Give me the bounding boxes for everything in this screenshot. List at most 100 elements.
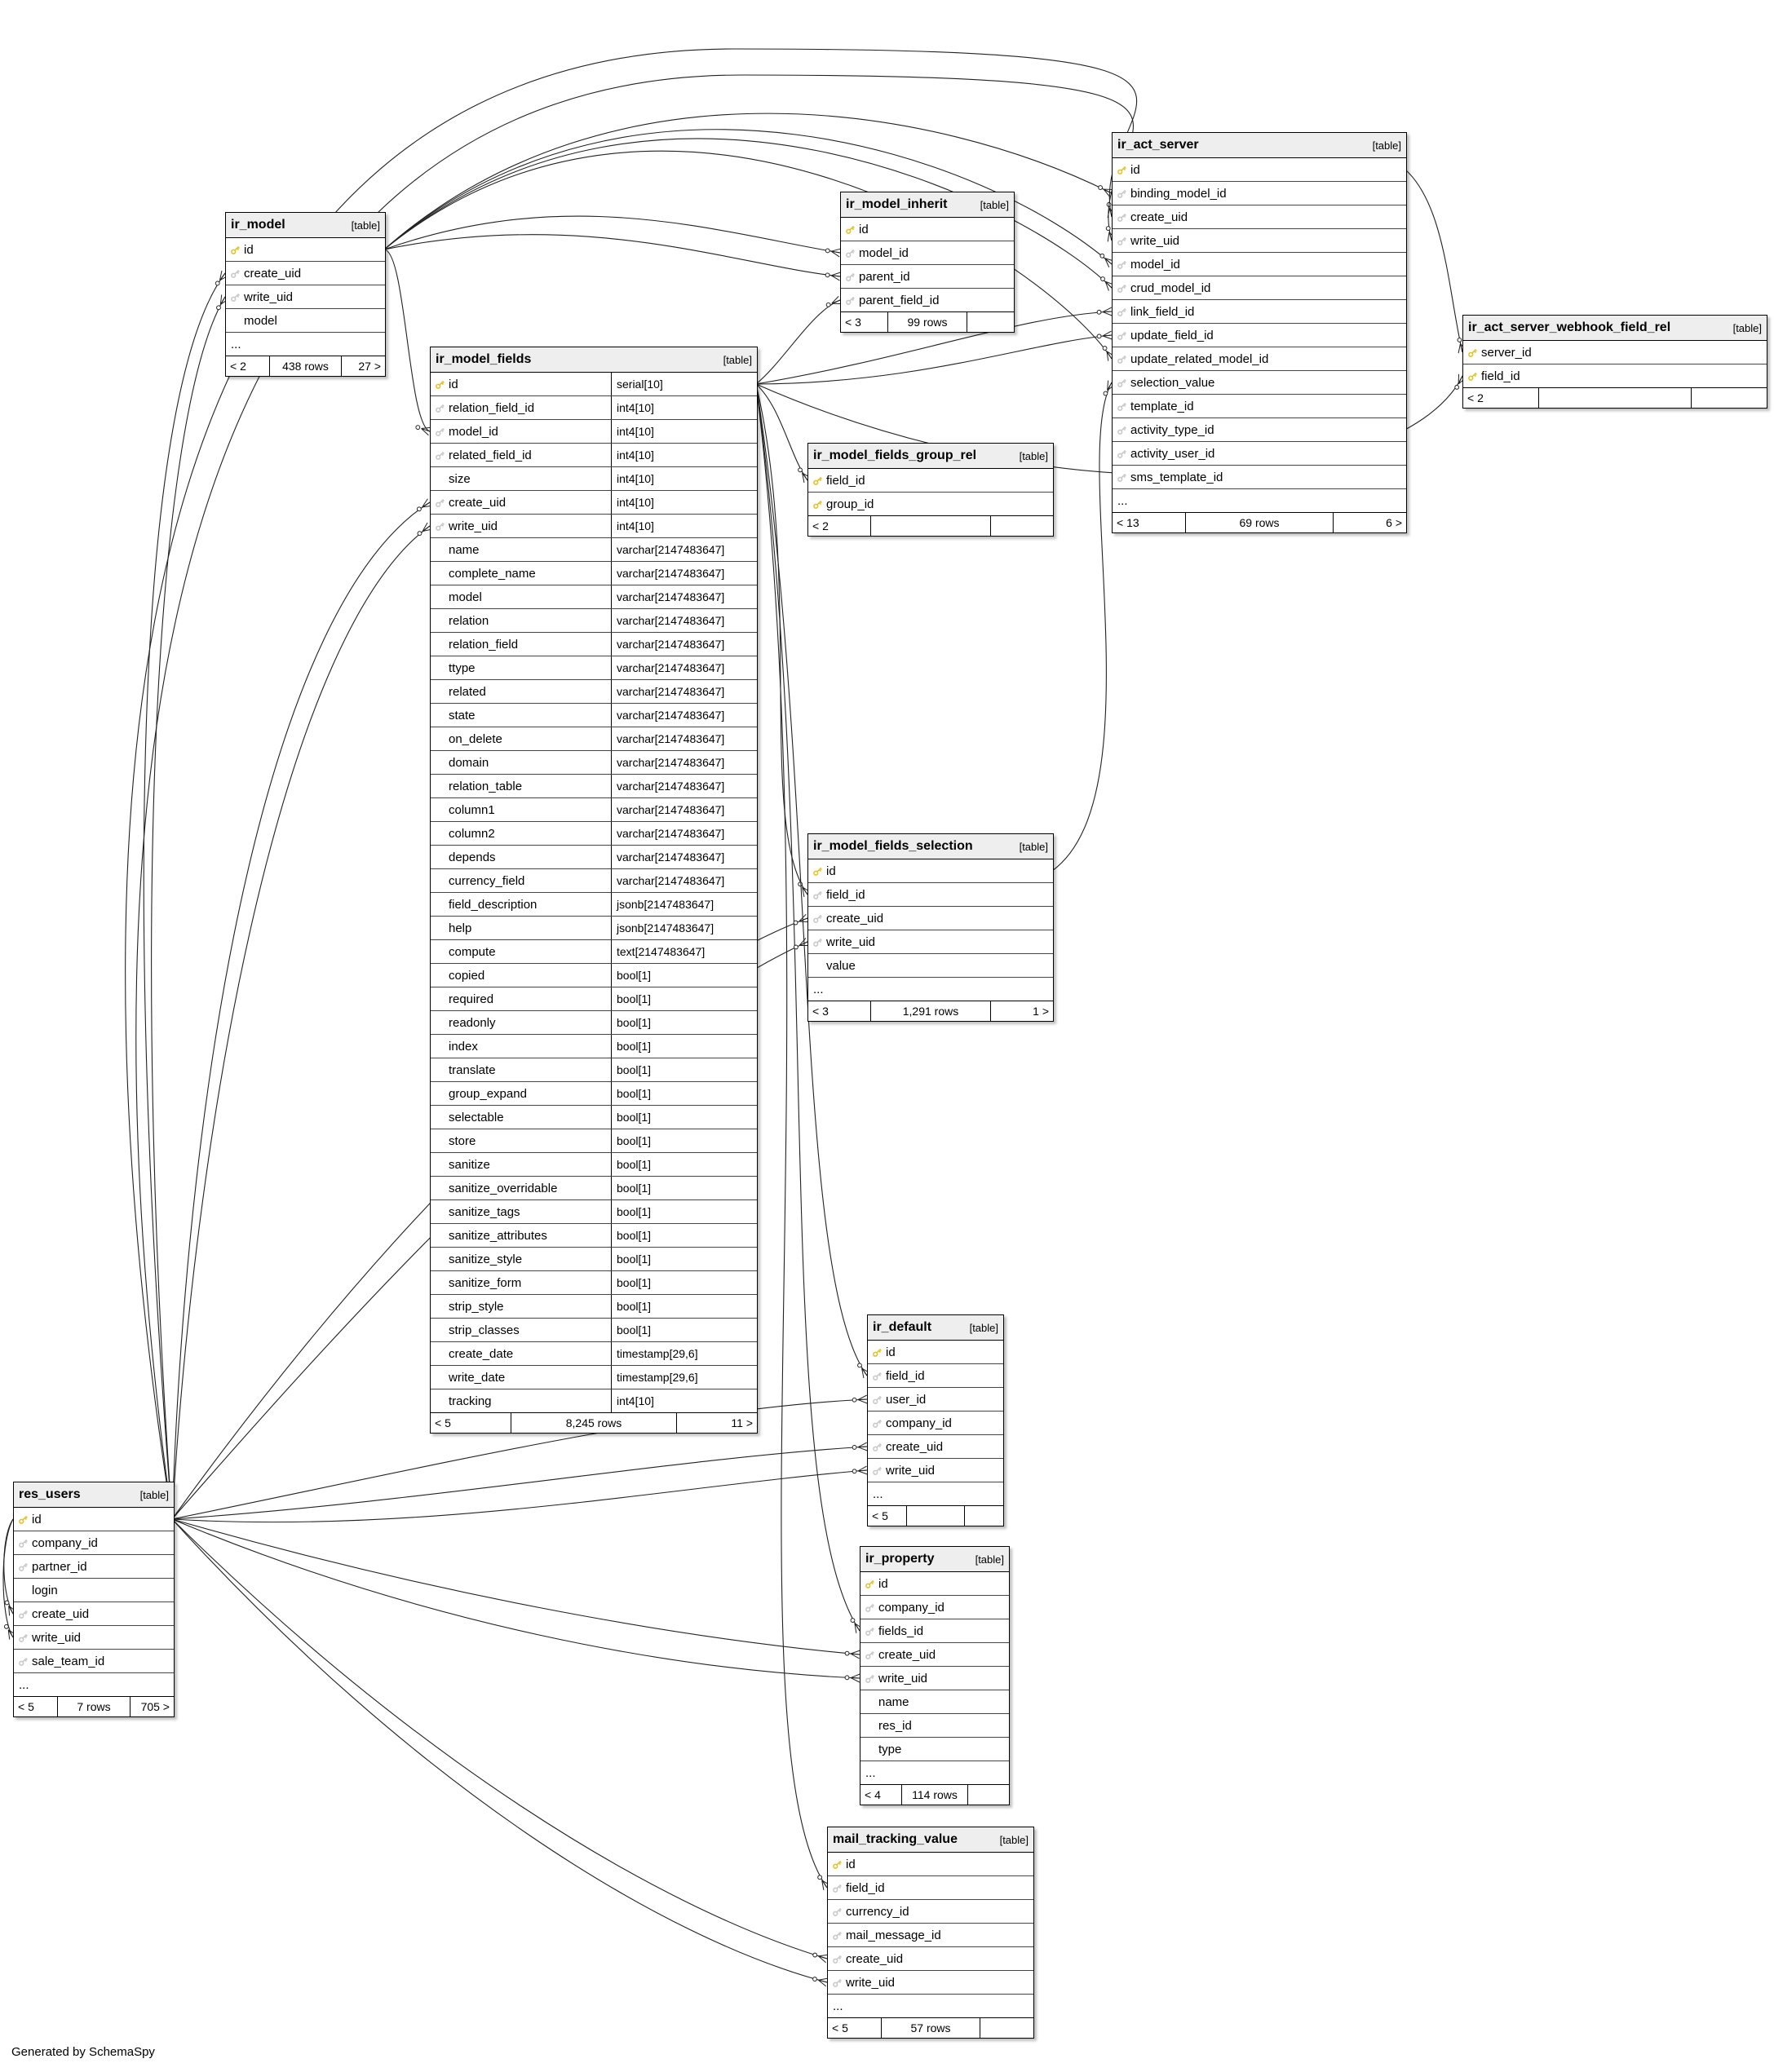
footer-row-count: 69 rows [1185,513,1333,532]
column-type: bool[1] [611,1011,757,1034]
foreign-key-icon [431,519,449,532]
foreign-key-icon [860,1601,878,1614]
column-name: currency_field [449,873,525,888]
column-name: server_id [1481,345,1532,360]
foreign-key-icon [841,294,859,307]
column-name: domain [449,755,489,770]
column-name: write_uid [878,1671,928,1685]
column-row: ... [808,978,1053,1001]
column-type: varchar[2147483647] [611,538,757,561]
column-type: jsonb[2147483647] [611,917,757,939]
column-type: bool[1] [611,1035,757,1058]
table-header: ir_model_fields_selection[table] [808,834,1053,859]
table-header: ir_default[table] [868,1315,1003,1341]
table-header: ir_act_server_webhook_field_rel[table] [1463,316,1767,341]
column-type: bool[1] [611,1058,757,1081]
relationship-curve [125,48,1138,1520]
column-name: field_description [449,897,538,912]
foreign-key-icon [14,1631,32,1644]
column-name: write_date [449,1370,506,1385]
foreign-key-icon [431,448,449,462]
relationship-curve [383,129,1115,267]
foreign-key-icon [1113,187,1130,200]
column-type: bool[1] [611,1248,757,1270]
table-tag: [table] [1019,449,1048,462]
table-footer: < 2 [1463,388,1767,408]
footer-parents-count [1691,388,1767,408]
footer-row-count: 8,245 rows [511,1413,676,1433]
foreign-key-icon [868,1393,886,1406]
footer-parents-count [967,312,1014,332]
foreign-key-icon [868,1440,886,1453]
column-name: company_id [886,1416,952,1430]
table-name[interactable]: mail_tracking_value [833,1832,958,1846]
column-name: activity_user_id [1130,446,1215,461]
primary-key-icon [226,243,244,256]
footer-row-count: 114 rows [901,1785,967,1805]
footer-children-count: < 2 [230,360,246,373]
foreign-key-icon [1113,447,1130,460]
column-type: int4[10] [611,420,757,443]
column-name: create_uid [878,1647,936,1662]
foreign-key-icon [14,1655,32,1668]
column-row: ... [226,333,385,356]
column-name: mail_message_id [846,1928,941,1942]
column-name: size [449,471,471,486]
foreign-key-icon [841,270,859,283]
table-name[interactable]: ir_model_inherit [846,197,948,211]
table-name[interactable]: ir_act_server_webhook_field_rel [1468,320,1671,334]
column-row: res_id [860,1714,1009,1738]
table-name[interactable]: ir_model_fields_selection [813,839,973,853]
column-name: field_id [826,473,865,488]
column-name: create_uid [846,1951,904,1966]
table-name[interactable]: ir_act_server [1117,138,1199,152]
column-row: create_uid [860,1643,1009,1667]
relationship-curve [3,1518,17,1616]
table-name[interactable]: ir_model_fields_group_rel [813,448,977,462]
table-name[interactable]: ir_property [865,1552,935,1566]
footer-children-count: < 2 [812,519,829,532]
foreign-key-icon [1113,400,1130,413]
table-footer: < 2 [808,516,1053,536]
column-name: write_uid [244,289,294,304]
table-name[interactable]: ir_model [231,218,285,232]
table-name[interactable]: ir_model_fields [436,352,532,366]
table-name[interactable]: res_users [19,1487,81,1501]
footer-parents-count: 705 > [129,1697,174,1716]
column-name: write_uid [32,1630,82,1645]
foreign-key-icon [226,267,244,280]
foreign-key-icon [1113,305,1130,318]
column-name: name [878,1694,909,1709]
footer-children-count: < 5 [832,2021,848,2034]
foreign-key-icon [431,496,449,509]
relationship-curve [755,383,864,1633]
foreign-key-icon [1113,471,1130,484]
column-type: bool[1] [611,964,757,987]
primary-key-icon [828,1858,846,1871]
column-row: ... [868,1482,1003,1506]
column-name: create_uid [886,1439,944,1454]
column-row: field_id [808,469,1053,493]
table-name[interactable]: ir_default [873,1320,932,1334]
table-header: ir_property[table] [860,1547,1009,1572]
